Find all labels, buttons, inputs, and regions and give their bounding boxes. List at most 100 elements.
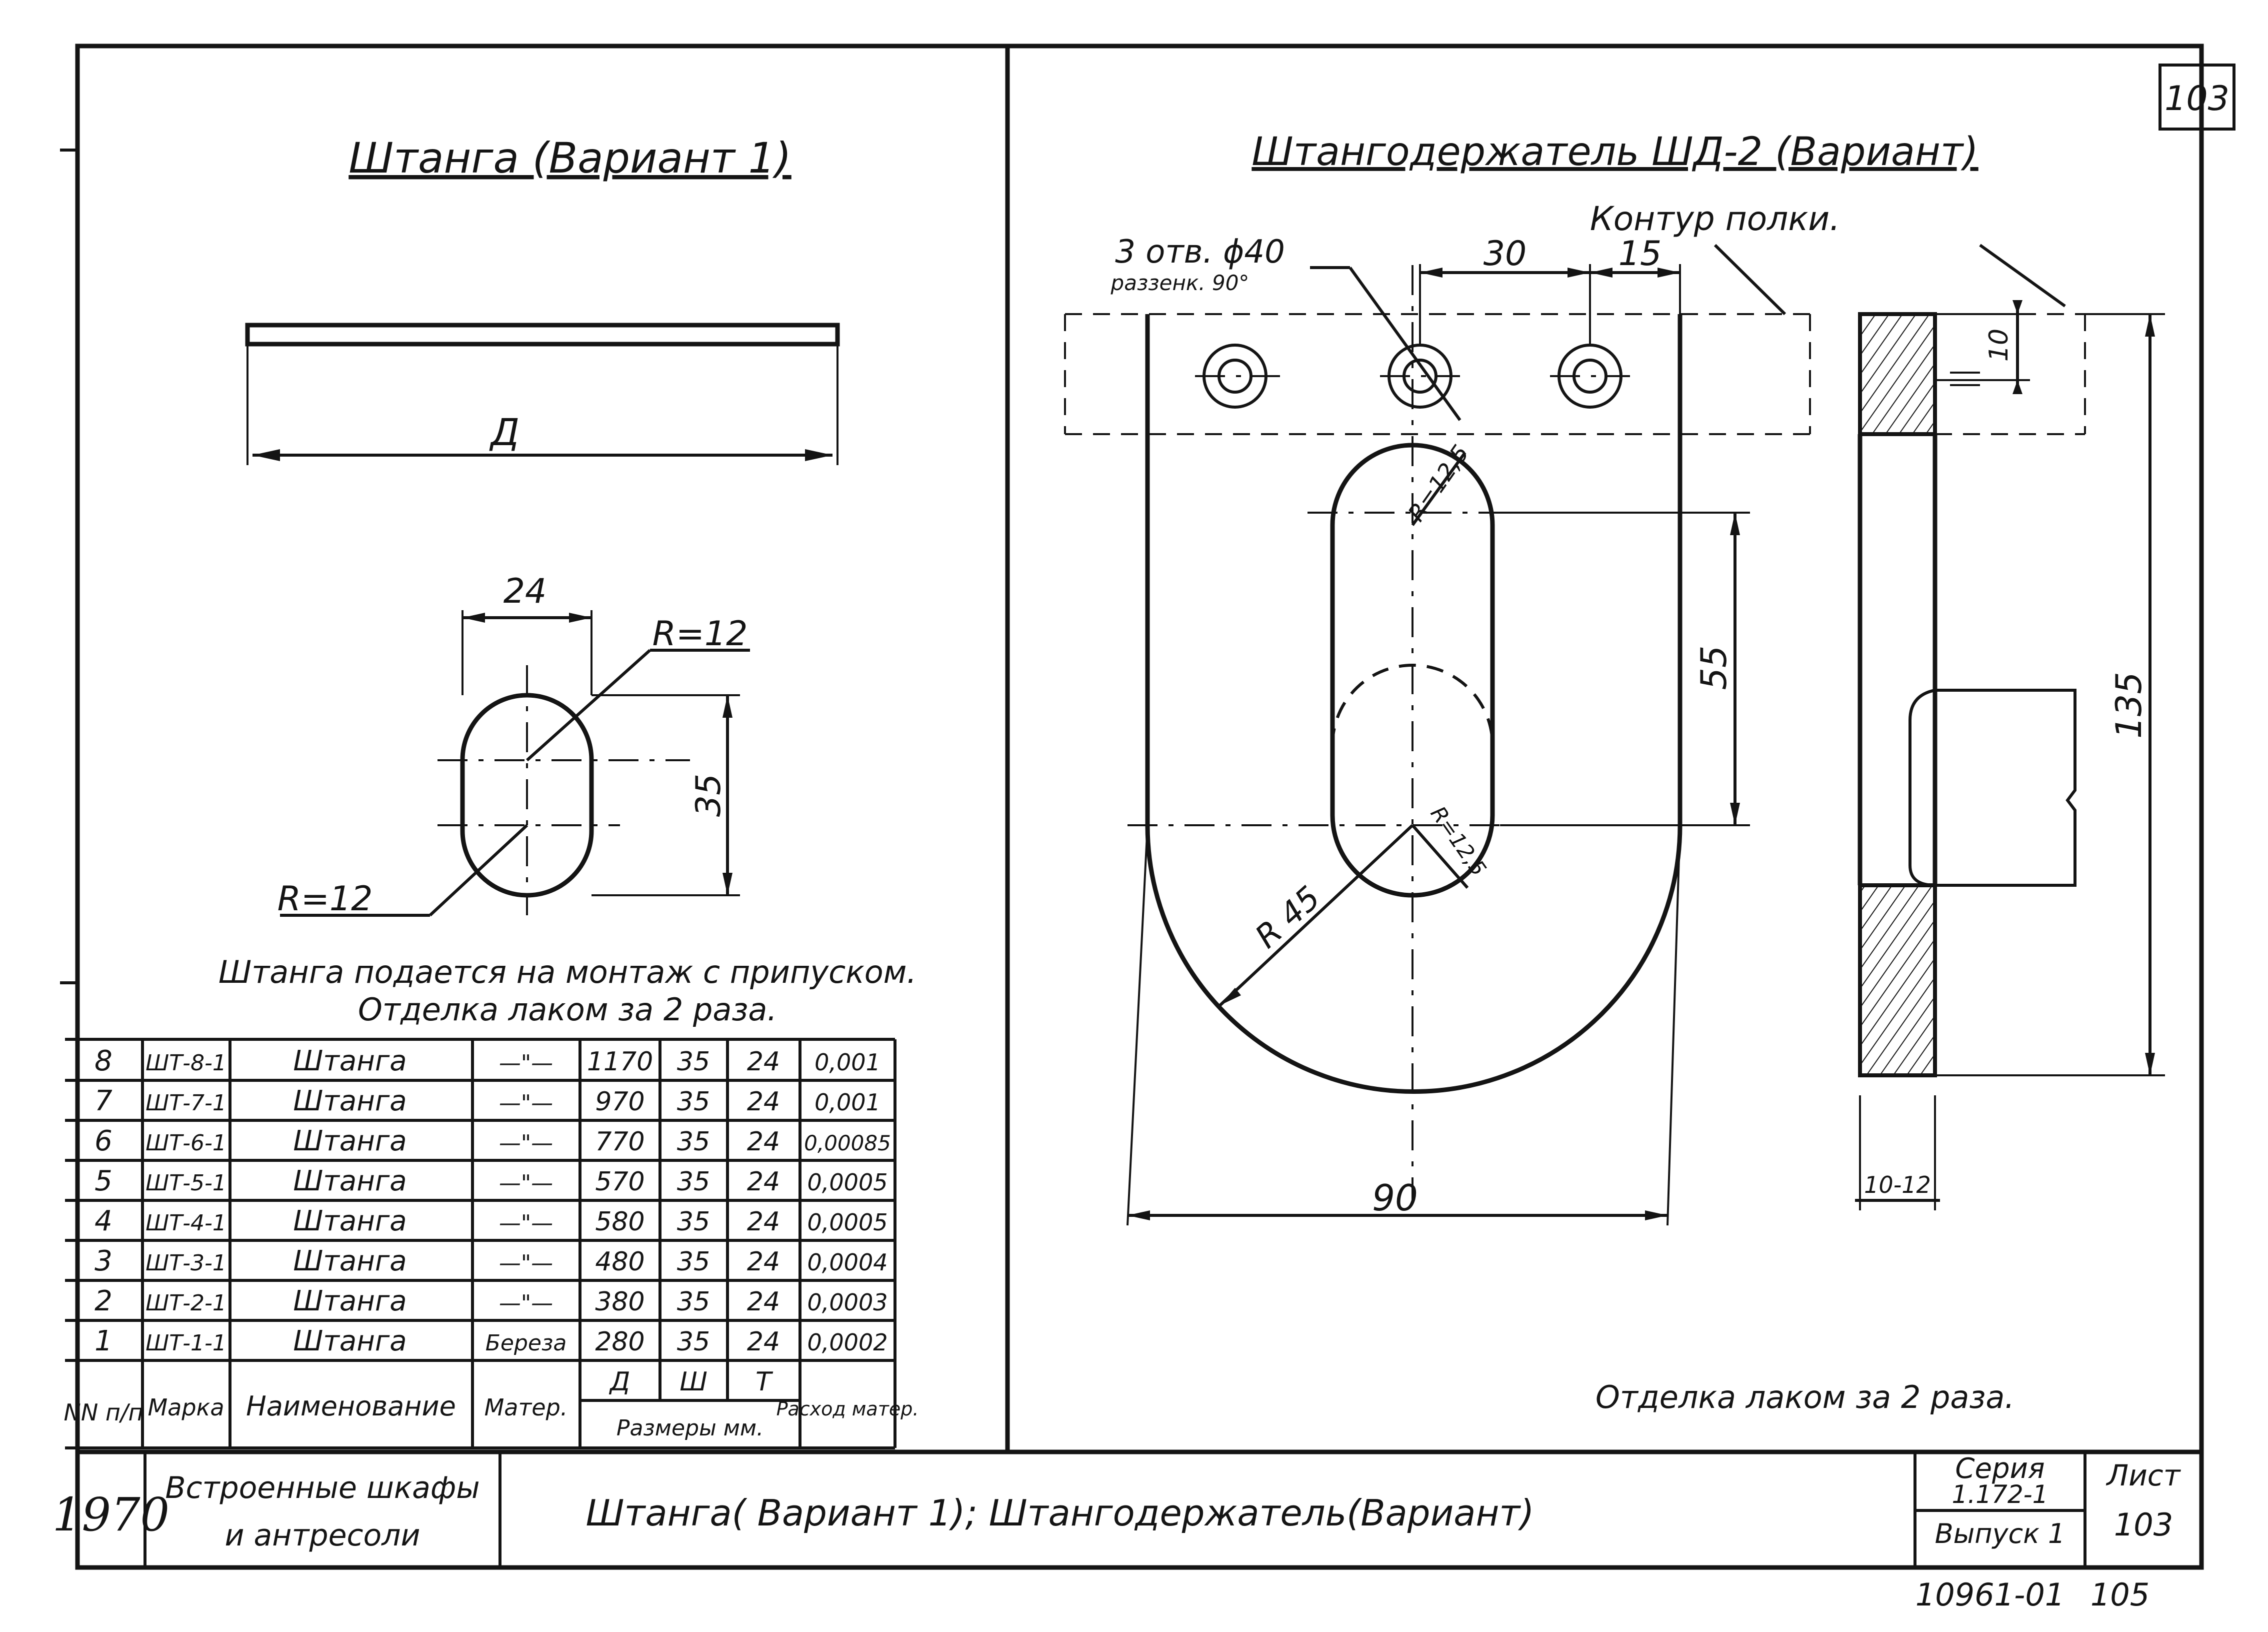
dim-55-label: 55 [1694, 645, 1734, 690]
cell-mark: ШТ-4-1 [146, 1210, 226, 1236]
stamp-drawing-title: Штанга( Вариант 1); Штангодержатель(Вари… [586, 1492, 1534, 1534]
cell-mark: ШТ-5-1 [146, 1170, 226, 1196]
cell-rate: 0,0002 [808, 1329, 888, 1356]
cell-mark: ШТ-7-1 [146, 1090, 226, 1116]
cell-rate: 0,001 [814, 1049, 880, 1076]
stamp-subject-line-1: Встроенные шкафы [165, 1470, 480, 1505]
cell-material: Береза [486, 1330, 567, 1356]
radius-12-bottom-label: R=12 [278, 879, 373, 919]
cell-length: 570 [595, 1167, 644, 1197]
stamp-issue: Выпуск 1 [1935, 1518, 2066, 1549]
radius-12-5-bottom-label: R=12,5 [1426, 802, 1492, 880]
cell-n: 1 [94, 1325, 112, 1357]
holder-view: Штангодержатель ШД-2 (Вариант) 3 [1064, 130, 2165, 1415]
shelf-contour-label: Контур полки. [1590, 200, 1840, 238]
rod-note-allowance: Штанга подается на монтаж с припуском. [218, 954, 916, 990]
table-row: 6 ШТ-6-1 Штанга —"— 770 35 24 0,00085 [94, 1125, 891, 1157]
footer-code: 10961-01 [1916, 1576, 2065, 1613]
holder-plate-outline [1145, 314, 1682, 1094]
cell-material: —"— [499, 1130, 553, 1156]
cell-rate: 0,0005 [808, 1209, 888, 1236]
stamp-subject-line-2: и антресоли [224, 1518, 420, 1553]
specification-table: 8 ШТ-8-1 Штанга —"— 1170 35 24 0,001 7 Ш… [64, 1038, 918, 1449]
cell-name: Штанга [293, 1125, 406, 1157]
cell-name: Штанга [293, 1085, 406, 1117]
rod-view: Штанга (Вариант 1) Д 24 35 R=12 [218, 134, 916, 1028]
stamp-series-label: Серия [1955, 1452, 2044, 1485]
dim-15-label: 15 [1618, 234, 1662, 274]
cell-rate: 0,0005 [808, 1169, 888, 1196]
sheet-frame [60, 44, 2204, 1570]
cell-material: —"— [499, 1050, 553, 1076]
dim-135-label: 135 [2108, 672, 2150, 739]
cell-n: 2 [94, 1285, 112, 1317]
header-sizes: Размеры мм. [616, 1415, 764, 1441]
cell-name: Штанга [293, 1165, 406, 1197]
cell-width: 35 [677, 1287, 710, 1317]
rod-side-view [245, 323, 840, 347]
cell-length: 280 [595, 1327, 644, 1357]
title-block: 1970 Встроенные шкафы и антресоли Штанга… [52, 1449, 2202, 1567]
cell-name: Штанга [293, 1045, 406, 1077]
cell-length: 770 [595, 1127, 644, 1157]
cell-width: 35 [677, 1247, 710, 1277]
stamp-series-value: 1.172-1 [1952, 1480, 2048, 1509]
cell-width: 35 [677, 1127, 710, 1157]
cell-length: 580 [595, 1207, 644, 1237]
cell-mark: ШТ-6-1 [146, 1130, 226, 1156]
left-title: Штанга (Вариант 1) [348, 134, 792, 183]
cell-mark: ШТ-1-1 [146, 1330, 226, 1356]
width-24-label: 24 [504, 572, 547, 611]
table-row: 3 ШТ-3-1 Штанга —"— 480 35 24 0,0004 [94, 1245, 888, 1277]
stamp-sheet-value: 103 [2114, 1506, 2173, 1543]
cell-n: 4 [94, 1205, 112, 1237]
table-header: NN п/п Марка Наименование Матер. Д Ш Т Р… [64, 1367, 918, 1441]
header-mark: Марка [148, 1394, 224, 1421]
cell-n: 7 [94, 1085, 112, 1117]
cell-thickness: 24 [747, 1047, 780, 1077]
stamp-year: 1970 [52, 1488, 170, 1541]
cell-n: 3 [94, 1245, 112, 1277]
cell-material: —"— [499, 1290, 553, 1316]
header-width: Ш [680, 1367, 708, 1397]
cell-width: 35 [677, 1167, 710, 1197]
cell-n: 5 [94, 1165, 112, 1197]
cell-length: 380 [595, 1287, 644, 1317]
cell-width: 35 [677, 1327, 710, 1357]
header-rate: Расход матер. [776, 1398, 919, 1420]
cell-width: 35 [677, 1087, 710, 1117]
header-number: NN п/п [64, 1399, 143, 1426]
table-row: 2 ШТ-2-1 Штанга —"— 380 35 24 0,0003 [94, 1285, 888, 1317]
cell-thickness: 24 [747, 1327, 780, 1357]
cell-mark: ШТ-3-1 [146, 1250, 226, 1276]
header-material: Матер. [484, 1394, 568, 1421]
header-length: Д [609, 1367, 630, 1397]
cell-rate: 0,001 [814, 1089, 880, 1116]
holder-slot [1330, 443, 1495, 898]
right-title: Штангодержатель ШД-2 (Вариант) [1252, 130, 1978, 175]
cell-mark: ШТ-2-1 [146, 1290, 226, 1316]
cell-thickness: 24 [747, 1207, 780, 1237]
cell-thickness: 24 [747, 1087, 780, 1117]
cell-n: 8 [94, 1045, 112, 1077]
cell-rate: 0,00085 [804, 1131, 891, 1155]
cell-name: Штанга [293, 1245, 406, 1277]
cell-material: —"— [499, 1210, 553, 1236]
cell-material: —"— [499, 1090, 553, 1116]
corner-sheet-number: 103 [2164, 79, 2230, 119]
cell-width: 35 [677, 1207, 710, 1237]
table-row: 7 ШТ-7-1 Штанга —"— 970 35 24 0,001 [94, 1085, 880, 1117]
radius-12-top-label: R=12 [652, 614, 748, 654]
cell-mark: ШТ-8-1 [146, 1050, 226, 1076]
cell-length: 480 [595, 1247, 644, 1277]
holder-note-finish: Отделка лаком за 2 раза. [1596, 1379, 2014, 1415]
holder-side-section [1858, 312, 2086, 1077]
table-row: 1 ШТ-1-1 Штанга Береза 280 35 24 0,0002 [94, 1325, 888, 1357]
table-row: 4 ШТ-4-1 Штанга —"— 580 35 24 0,0005 [94, 1205, 888, 1237]
cell-material: —"— [499, 1250, 553, 1276]
countersink-callout: раззенк. 90° [1110, 271, 1250, 295]
cell-rate: 0,0004 [808, 1249, 888, 1276]
rod-note-finish: Отделка лаком за 2 раза. [358, 991, 777, 1028]
cell-thickness: 24 [747, 1127, 780, 1157]
